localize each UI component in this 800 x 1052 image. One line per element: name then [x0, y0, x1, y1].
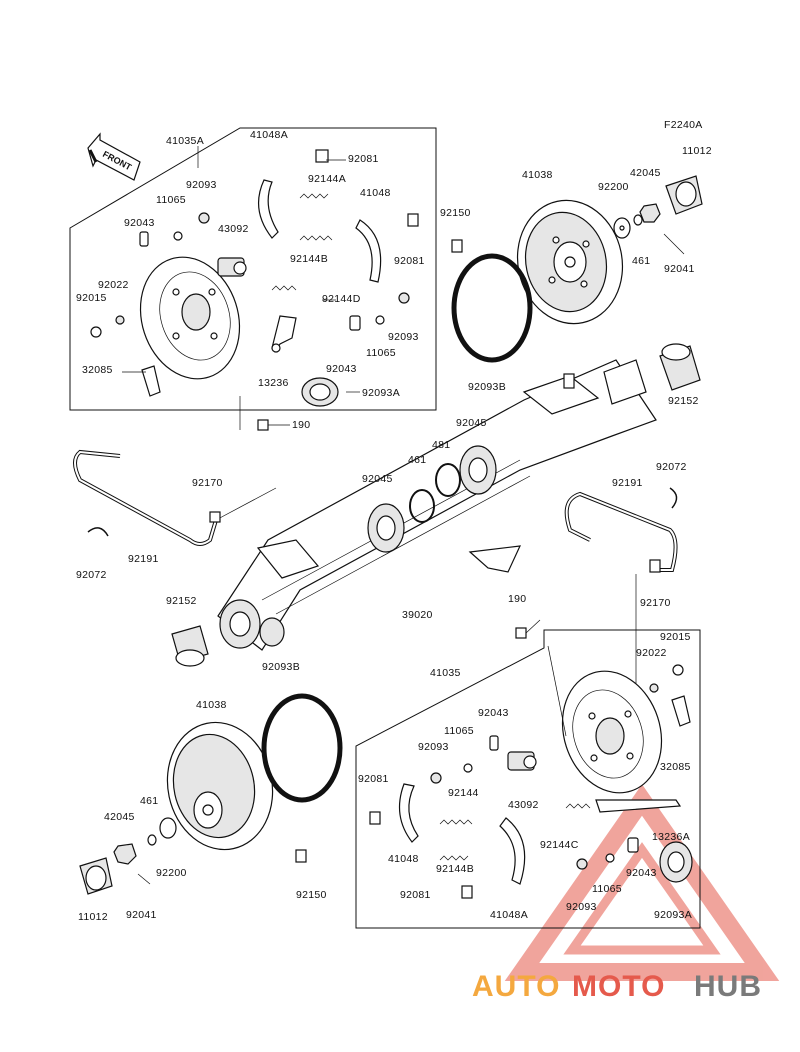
label-11065-top-2: 11065: [366, 347, 396, 359]
watermark-hub: HUB: [694, 970, 762, 1003]
label-92043-bot-2: 92043: [626, 867, 657, 879]
label-39020: 39020: [402, 609, 433, 621]
label-92043-top: 92043: [124, 217, 155, 229]
label-92144B-bot: 92144B: [436, 863, 474, 875]
label-92144A: 92144A: [308, 173, 346, 185]
label-92170-right: 92170: [640, 597, 671, 609]
label-92045-a: 92045: [456, 417, 487, 429]
label-43092-top: 43092: [218, 223, 249, 235]
label-41048-top: 41048: [360, 187, 391, 199]
bolt-190-mid: [515, 619, 541, 639]
label-92093-bot: 92093: [418, 741, 449, 753]
label-92144C: 92144C: [540, 839, 579, 851]
label-461-top: 461: [632, 255, 650, 267]
label-92144B-top: 92144B: [290, 253, 328, 265]
label-92081-bot-1: 92081: [358, 773, 389, 785]
label-92200-top: 92200: [598, 181, 629, 193]
label-92041-top: 92041: [664, 263, 695, 275]
label-461-mid: 461: [408, 454, 426, 466]
label-41048-bot: 41048: [388, 853, 419, 865]
label-92152-left: 92152: [166, 595, 197, 607]
label-190-top: 190: [292, 419, 310, 431]
label-11065-top: 11065: [156, 194, 186, 206]
label-92150-bot: 92150: [296, 889, 327, 901]
top-left-brake-assembly: [69, 127, 437, 411]
label-92200-bot: 92200: [156, 867, 187, 879]
brake-cable-left: [73, 449, 277, 546]
label-92072-left: 92072: [76, 569, 107, 581]
watermark-auto: AUTO: [472, 970, 560, 1003]
top-right-drum-assembly: [451, 175, 703, 363]
label-92150-top: 92150: [440, 207, 471, 219]
label-461-bot: 461: [140, 795, 158, 807]
label-92081-top-1: 92081: [348, 153, 379, 165]
label-190-mid: 190: [508, 593, 526, 605]
label-41048A-bot: 41048A: [490, 909, 528, 921]
bolt-190-top: [239, 396, 290, 431]
label-92093A-bot: 92093A: [654, 909, 692, 921]
label-11065-bot-2: 11065: [592, 883, 622, 895]
label-92170-left: 92170: [192, 477, 223, 489]
watermark-logo-mark: [504, 784, 780, 981]
label-92045-b: 92045: [362, 473, 393, 485]
label-92093B-top: 92093B: [468, 381, 506, 393]
label-43092-bot: 43092: [508, 799, 539, 811]
label-92093B-bot: 92093B: [262, 661, 300, 673]
label-41048A-top: 41048A: [250, 129, 288, 141]
label-42045-bot: 42045: [104, 811, 135, 823]
label-32085-top: 32085: [82, 364, 113, 376]
label-92093-top-2: 92093: [388, 331, 419, 343]
label-11012-bot: 11012: [78, 911, 108, 923]
label-92072-right: 92072: [656, 461, 687, 473]
label-92191-right: 92191: [612, 477, 643, 489]
part-labels: F2240A FRONT 41035A 41048A 92081 92144A …: [76, 119, 712, 923]
bottom-left-drum-assembly: [79, 693, 343, 895]
label-92015-top: 92015: [76, 292, 107, 304]
label-92144D: 92144D: [322, 293, 361, 305]
label-92081-top-2: 92081: [394, 255, 425, 267]
label-92191-left: 92191: [128, 553, 159, 565]
label-13236: 13236: [258, 377, 289, 389]
label-92093-bot-2: 92093: [566, 901, 597, 913]
label-41035A: 41035A: [166, 135, 204, 147]
label-92015-bot: 92015: [660, 631, 691, 643]
label-41038-top: 41038: [522, 169, 553, 181]
label-13236A: 13236A: [652, 831, 690, 843]
label-92152-right: 92152: [668, 395, 699, 407]
label-92093-top: 92093: [186, 179, 217, 191]
front-arrow-icon: [87, 132, 141, 181]
label-92022-bot: 92022: [636, 647, 667, 659]
label-92022-top: 92022: [98, 279, 129, 291]
bottom-right-brake-assembly: [355, 629, 701, 929]
label-42045-top: 42045: [630, 167, 661, 179]
label-92043-bot: 92043: [478, 707, 509, 719]
label-11065-bot: 11065: [444, 725, 474, 737]
figure-code: F2240A: [664, 119, 703, 131]
label-41035: 41035: [430, 667, 461, 679]
brake-cable-right: [564, 487, 678, 690]
label-481-a: 481: [432, 439, 450, 451]
label-41038-bot: 41038: [196, 699, 227, 711]
label-11012-top: 11012: [682, 145, 712, 157]
watermark-wordmark: AUTO MOTO HUB: [472, 970, 762, 1003]
label-32085-bot: 32085: [660, 761, 691, 773]
axle-housing-39020: [171, 343, 701, 667]
watermark-moto: MOTO: [572, 970, 665, 1003]
label-92081-bot-2: 92081: [400, 889, 431, 901]
label-92043-top-2: 92043: [326, 363, 357, 375]
label-92144-bot: 92144: [448, 787, 479, 799]
label-92041-bot: 92041: [126, 909, 157, 921]
label-92093A-top: 92093A: [362, 387, 400, 399]
